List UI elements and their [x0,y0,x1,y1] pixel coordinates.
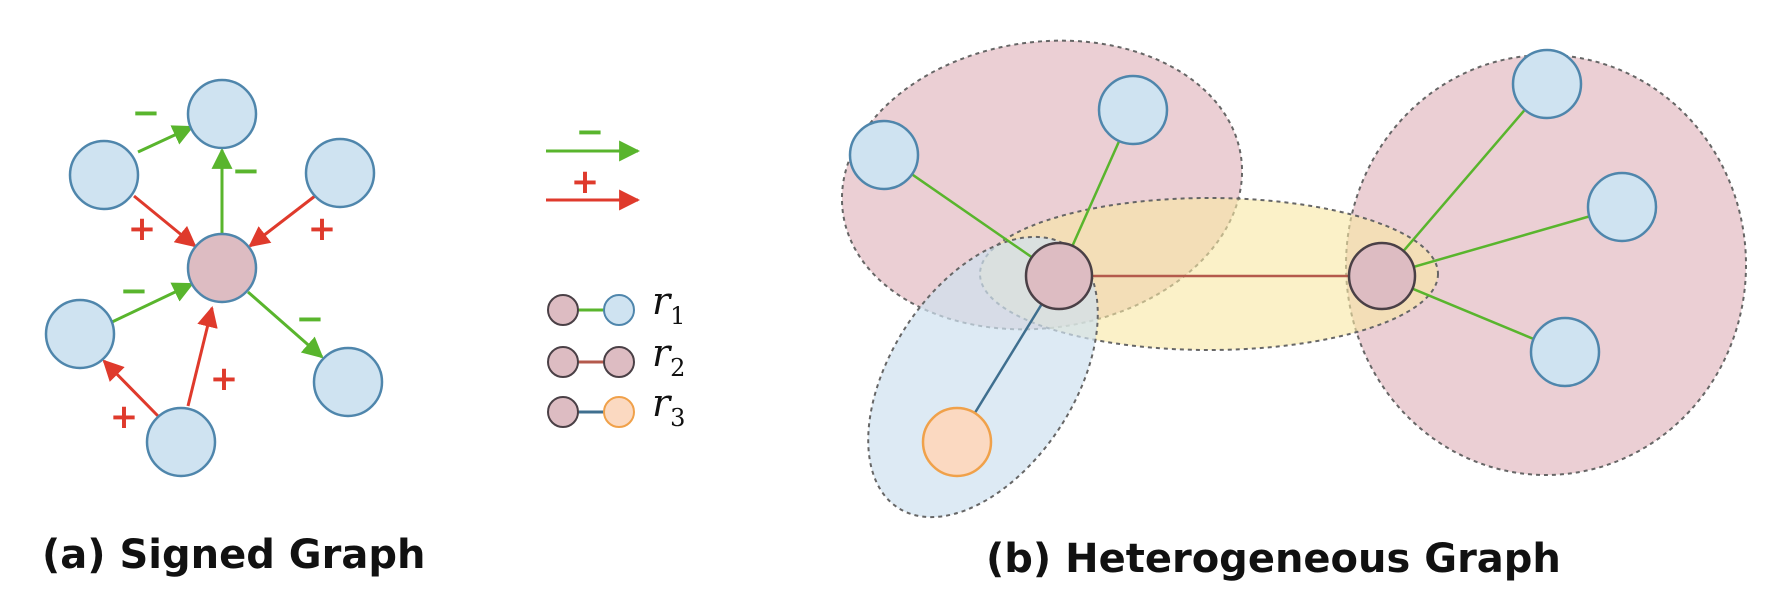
negative-sign-label: − [296,299,325,339]
node-blue [304,137,376,209]
node-blue [1529,316,1601,388]
negative-sign-label: − [132,93,161,133]
legend-r2-source-node [547,346,579,378]
node-blue [1511,48,1583,120]
legend-r3-label: r3 [652,381,685,432]
heterogeneous-graph [840,39,1747,519]
node-pink [1024,241,1094,311]
negative-sign-label: − [232,151,261,191]
node-blue [1586,171,1658,243]
edge-positive [102,359,160,418]
node-blue [186,78,258,150]
node-blue [145,406,217,478]
node-center-pink [186,232,258,304]
positive-sign-label: + [110,397,139,437]
legend-r3-source-node [547,396,579,428]
node-pink [1347,241,1417,311]
node-blue [44,298,116,370]
edge-r1 [1381,83,1548,277]
node-blue [1097,74,1169,146]
edge-negative [137,125,194,154]
legend-r3-target-node [603,396,635,428]
edge-negative [111,282,194,324]
caption-heterogeneous-graph: (b) Heterogeneous Graph [986,536,1561,582]
node-blue [312,346,384,418]
legend-r1-source-node [547,294,579,326]
edge-positive [186,305,218,407]
edge-positive [133,194,197,248]
caption-signed-graph: (a) Signed Graph [42,532,426,578]
node-blue [848,119,920,191]
node-orange [921,406,993,478]
positive-sign-label: + [210,359,239,399]
positive-sign-label: + [128,209,157,249]
legend-r2-label: r2 [652,331,685,382]
edge-negative [247,290,324,359]
edge-r1 [1381,205,1623,278]
legend-positive-sign: + [571,162,600,202]
signed-graph: − − + + − − + + [44,78,384,478]
edge-r1 [883,153,1060,278]
legend-r1-target-node [603,294,635,326]
edge-positive [248,194,316,248]
legend-r1-label: r1 [652,279,685,330]
legend: − + r1 r2 r3 [546,112,685,432]
node-blue [68,139,140,211]
negative-sign-label: − [120,271,149,311]
legend-negative-sign: − [576,112,605,152]
legend-r2-target-node [603,346,635,378]
positive-sign-label: + [308,209,337,249]
